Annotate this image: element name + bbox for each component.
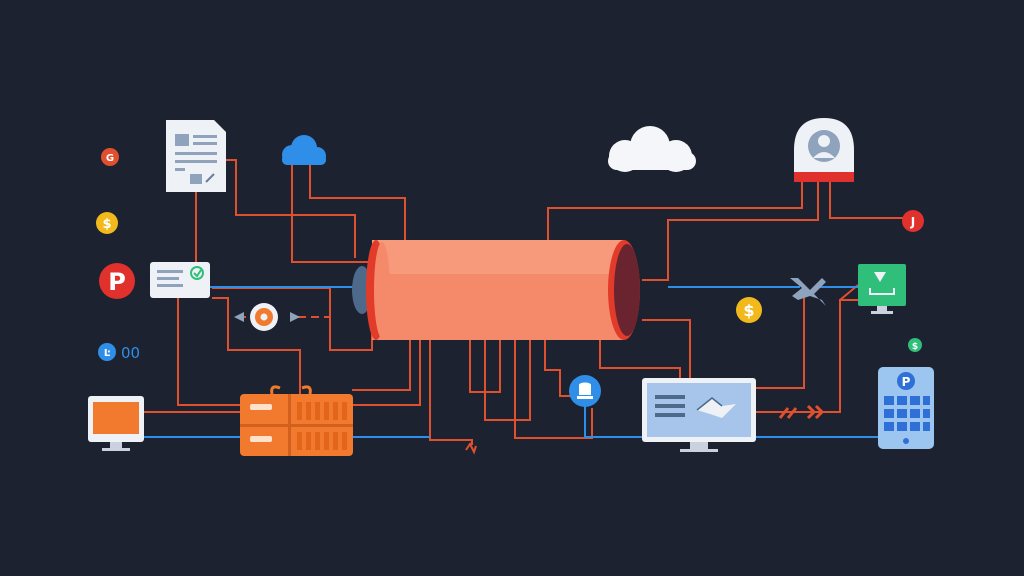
wire (309, 165, 406, 250)
wire (226, 159, 356, 258)
svg-text:P: P (902, 375, 911, 389)
svg-text:P: P (108, 268, 126, 296)
server-rack-icon (240, 385, 353, 456)
svg-text:00: 00 (121, 344, 140, 362)
cloud-icon (608, 126, 696, 172)
wire (584, 405, 642, 438)
download-screen-icon (858, 264, 906, 314)
small-link-icon (465, 442, 477, 455)
handshake-monitor-icon (642, 378, 756, 452)
database-icon (569, 375, 601, 407)
document-icon (166, 120, 226, 192)
wire (212, 297, 301, 395)
g-badge: G (101, 148, 119, 166)
gear-node-icon (234, 303, 300, 331)
wire (829, 182, 906, 219)
svg-text:$: $ (743, 301, 754, 320)
wire (544, 340, 572, 397)
wire (547, 175, 803, 240)
blue-id-badge: Ŀ 00 (98, 343, 140, 362)
wire (352, 338, 421, 406)
wire (352, 338, 411, 391)
user-profile-icon (794, 118, 854, 182)
wire (642, 182, 819, 281)
wire (484, 340, 531, 421)
wire (642, 319, 691, 380)
svg-text:Ŀ: Ŀ (104, 348, 111, 359)
wire (756, 295, 805, 389)
wire (291, 165, 368, 263)
connection-wires (144, 159, 906, 445)
wire (599, 340, 681, 380)
pinterest-icon: P (99, 263, 135, 299)
wire (514, 340, 593, 439)
desktop-monitor-icon (88, 396, 144, 451)
svg-text:$: $ (102, 217, 111, 232)
dollar-badge: $ (736, 297, 762, 323)
form-card-icon (150, 262, 210, 298)
svg-text:G: G (106, 153, 114, 164)
wire (429, 338, 473, 445)
svg-text:$: $ (912, 342, 918, 352)
wire (177, 298, 242, 406)
tablet-keypad-icon: P (878, 367, 934, 449)
dollar-badge: $ (96, 212, 118, 234)
small-green-badge: $ (908, 338, 922, 352)
chevron-arrows-icon (778, 404, 825, 420)
red-j-badge: J (902, 210, 924, 232)
svg-text:J: J (910, 215, 915, 229)
wrench-icon (790, 278, 826, 306)
wire (756, 299, 858, 413)
cloud-icon (282, 135, 326, 165)
cylinder-pipeline-icon (352, 240, 640, 340)
